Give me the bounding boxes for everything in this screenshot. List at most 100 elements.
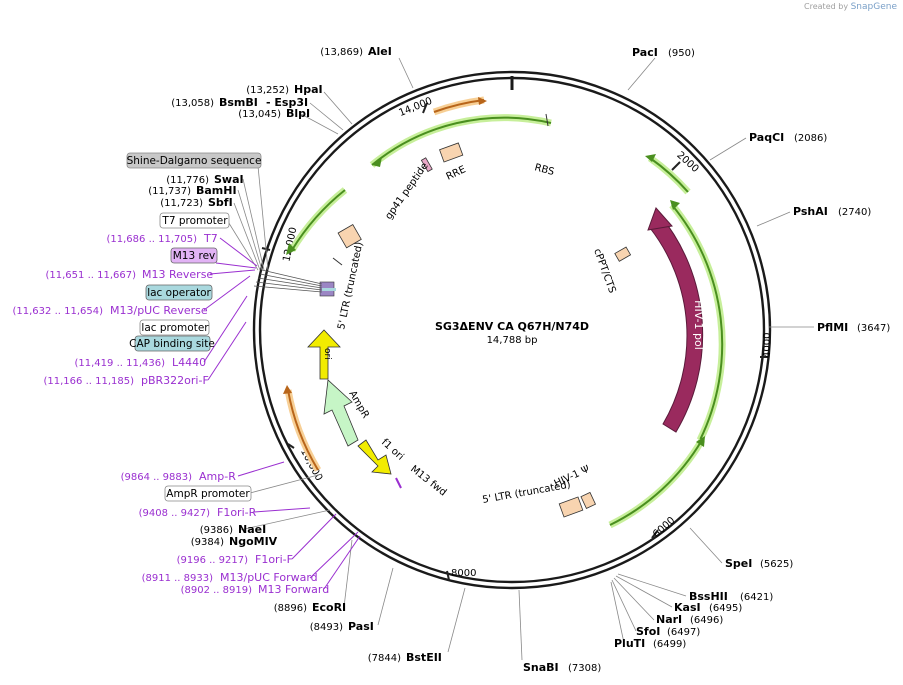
primer-f1ori-r-pos: (9408 .. 9427) bbox=[139, 508, 211, 519]
leader-kasi bbox=[615, 575, 673, 608]
ltr-top-label: 5' LTR (truncated) bbox=[336, 241, 365, 331]
primer-l4440-name: L4440 bbox=[172, 356, 206, 369]
site-swai-pos: (11,776) bbox=[166, 175, 209, 186]
site-ecori-pos: (8896) bbox=[274, 603, 307, 614]
gp41-peptide-box bbox=[420, 157, 433, 173]
leader-pluti bbox=[610, 581, 625, 644]
rbs-label: RBS bbox=[533, 162, 555, 178]
leader-sfoi bbox=[611, 579, 637, 632]
site-swai-name: SwaI bbox=[214, 173, 244, 186]
primer-l4440-pos: (11,419 .. 11,436) bbox=[75, 358, 166, 369]
orf-arc-left-arrowhead bbox=[286, 243, 296, 255]
leader-pshai bbox=[756, 211, 791, 227]
site-bsshii-pos: (6421) bbox=[740, 592, 773, 603]
box-ampr-promoter bbox=[164, 485, 252, 502]
site-naei-pos: (9386) bbox=[200, 525, 233, 536]
orf-arc-bottom-right bbox=[609, 439, 703, 526]
plasmid-length: 14,788 bp bbox=[487, 335, 538, 346]
hiv1-psi-box bbox=[580, 491, 597, 509]
leader-ecori bbox=[343, 539, 353, 608]
leader-lines bbox=[226, 57, 814, 661]
orf-arc-right1-arrowhead bbox=[645, 154, 656, 162]
inner-features: ori bbox=[307, 329, 392, 475]
leader-blpi bbox=[300, 113, 339, 135]
ori-arrow bbox=[307, 329, 341, 380]
site-nari-pos: (6496) bbox=[690, 615, 723, 626]
orf-arc-top-glow bbox=[369, 114, 552, 168]
ampr-arrow bbox=[323, 379, 359, 447]
cppt-cts-label: cPPT/CTS bbox=[591, 247, 617, 294]
site-labels-right: PacI (950) PaqCI (2086) PshAI (2740) Pfl… bbox=[523, 46, 890, 674]
created-by-text: Created by bbox=[804, 2, 849, 11]
ltr-bottom-box bbox=[558, 496, 584, 518]
site-naei-name: NaeI bbox=[238, 523, 266, 536]
box-m13-rev-text: M13 rev bbox=[173, 250, 216, 262]
tick-label-6000: 6000 bbox=[651, 515, 677, 540]
site-kasi-pos: (6495) bbox=[709, 603, 742, 614]
orf-arc-bottom-right-arrowhead bbox=[696, 436, 705, 447]
plasmid-name: SG3ΔENV CA Q67H/N74D bbox=[435, 320, 589, 333]
ori-label: ori bbox=[322, 348, 332, 360]
site-kasi-name: KasI bbox=[674, 601, 701, 614]
orf-orange-left-arrowhead bbox=[283, 385, 292, 394]
tick-mark-10000 bbox=[287, 443, 295, 449]
leader-pbr322 bbox=[207, 321, 247, 381]
cppt-cts-box bbox=[614, 246, 632, 262]
tick-mark-2000 bbox=[671, 161, 681, 171]
box-cap-binding-site-text: CAP binding site bbox=[129, 338, 215, 350]
site-bamhi-name: BamHI bbox=[196, 184, 237, 197]
leader-snabi bbox=[518, 589, 523, 661]
primer-m13-reverse-name: M13 Reverse bbox=[142, 268, 213, 281]
leader-bsteii bbox=[447, 587, 466, 653]
leader-f1ori-f bbox=[291, 513, 337, 560]
rre-label: RRE bbox=[445, 164, 468, 183]
rre-box bbox=[439, 142, 464, 163]
hiv1-pol-arrow bbox=[648, 213, 704, 433]
box-lac-operator bbox=[145, 284, 213, 301]
leader-naei bbox=[239, 509, 331, 531]
leader-bsmbi bbox=[309, 102, 344, 131]
primer-m13puc-reverse-pos: (11,632 .. 11,654) bbox=[13, 306, 104, 317]
orf-arc-left bbox=[291, 189, 346, 251]
site-bsmbi-pos: (13,058) bbox=[171, 98, 214, 109]
primer-amp-r-name: Amp-R bbox=[199, 470, 236, 483]
primer-t7-name: T7 bbox=[203, 232, 218, 245]
leader-t7 bbox=[219, 237, 258, 267]
tick-mark-6000 bbox=[651, 529, 659, 539]
site-paci-name: PacI bbox=[632, 46, 658, 59]
leader-swai bbox=[242, 178, 265, 271]
site-pluti-pos: (6499) bbox=[653, 639, 686, 650]
orf-arc-right2-arrowhead bbox=[670, 200, 680, 210]
snapgene-watermark: Created by SnapGene bbox=[804, 2, 897, 12]
cluster-line-5 bbox=[253, 285, 323, 293]
site-pflmi-name: PflMI bbox=[817, 321, 848, 334]
backbone-outer bbox=[252, 70, 772, 590]
primer-m13-forward-name: M13 Forward bbox=[258, 583, 329, 596]
leader-m13puc-fwd bbox=[309, 531, 359, 579]
tick-label-14000: 14,000 bbox=[397, 96, 434, 119]
leader-t7p bbox=[226, 219, 259, 271]
f1-ori-arrow bbox=[357, 439, 392, 475]
leader-paci bbox=[627, 57, 656, 91]
site-bsteii-name: BstEII bbox=[406, 651, 442, 664]
site-bsshii-name: BssHII bbox=[689, 590, 728, 603]
site-ecori-name: EcoRI bbox=[312, 601, 346, 614]
primer-m13puc-forward-pos: (8911 .. 8933) bbox=[142, 573, 214, 584]
orf-arc-left-glow bbox=[289, 187, 348, 252]
rbs-tick-left bbox=[332, 257, 343, 266]
primer-m13puc-forward-name: M13/pUC Forward bbox=[220, 571, 318, 584]
ampr-label: AmpR bbox=[346, 389, 370, 420]
site-pshai-name: PshAI bbox=[793, 205, 828, 218]
site-bamhi-pos: (11,737) bbox=[148, 186, 191, 197]
leader-spei bbox=[689, 527, 723, 564]
orf-arc-top bbox=[371, 116, 552, 166]
rbs-tick bbox=[545, 113, 549, 127]
site-alei-name: AleI bbox=[368, 45, 392, 58]
cluster-line-4 bbox=[255, 281, 323, 291]
m13-fwd-label: M13 fwd bbox=[408, 464, 448, 499]
primer-amp-r-pos: (9864 .. 9883) bbox=[121, 472, 193, 483]
primer-pbr322-pos: (11,166 .. 11,185) bbox=[44, 376, 135, 387]
gp41-peptide-label: gp41 peptide bbox=[383, 161, 430, 222]
orf-orange-top-arrowhead bbox=[478, 97, 487, 105]
